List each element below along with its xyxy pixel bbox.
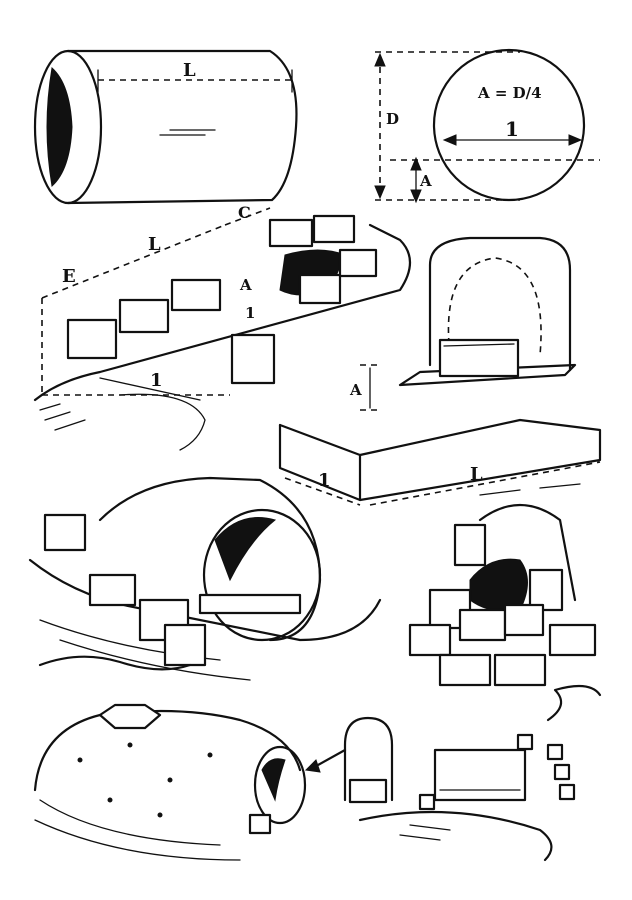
rise-arrow-bottom xyxy=(410,189,422,204)
sheet-length-label: L xyxy=(470,464,483,485)
fire-brick-2 xyxy=(546,743,564,761)
cylinder-diagram: L xyxy=(33,49,298,205)
drum-body xyxy=(98,476,322,642)
arrow-head xyxy=(304,759,321,773)
small-arch-brick xyxy=(348,778,388,804)
brick-trench-diagram: E L C A 1 1 A xyxy=(33,203,412,451)
mound-oven xyxy=(33,655,307,861)
oven-brick-edge xyxy=(443,343,515,347)
firepit-brick-6 xyxy=(408,623,452,657)
trench-brick-7 xyxy=(298,273,342,305)
mound-base xyxy=(34,799,241,861)
drum-shelf xyxy=(198,593,302,615)
mound-opening xyxy=(253,745,307,825)
mound-brick xyxy=(248,813,272,835)
trench-base-arrow xyxy=(99,377,201,401)
trench-a-side-label: A xyxy=(349,381,362,399)
folded-sheet-diagram: 1 L xyxy=(278,418,602,506)
fire-brick-4 xyxy=(558,783,576,801)
brick-firepit xyxy=(408,503,597,687)
trench-brick-1 xyxy=(66,318,118,360)
trench-brick-8 xyxy=(338,248,378,278)
fire-brick-3 xyxy=(553,763,571,781)
diameter-arrow-top xyxy=(374,52,386,67)
circle-formula-label: A = D/4 xyxy=(477,84,542,102)
drum-opening xyxy=(202,508,322,642)
firepit-brick-9 xyxy=(548,623,597,657)
ground-hatch xyxy=(39,403,86,431)
trench-ground-edge xyxy=(33,223,412,402)
sheet-hatch xyxy=(479,483,581,496)
fire-pan xyxy=(433,748,527,802)
reflector-oven xyxy=(398,236,577,387)
firepit-interior xyxy=(469,558,528,612)
circle-chord-label: 1 xyxy=(505,117,519,141)
fire-brick-5 xyxy=(418,793,436,811)
chord-arrow-left xyxy=(442,134,457,146)
cylinder-interior-shade xyxy=(46,67,73,187)
small-arch xyxy=(343,716,394,802)
trench-a-inner-label: A xyxy=(239,276,252,294)
firepit-back-arch xyxy=(478,503,577,602)
fire-smoke xyxy=(546,684,602,722)
mound-opening-shade xyxy=(261,758,286,802)
drum-brick-1 xyxy=(43,513,87,552)
fire-sticks xyxy=(399,824,451,841)
oven-inner-arch xyxy=(447,257,542,356)
trench-brick-6 xyxy=(312,214,356,244)
trench-1-inner-label: 1 xyxy=(245,304,255,322)
trench-brick-4 xyxy=(230,333,276,385)
firepit-brick-8 xyxy=(493,653,547,687)
drum-oven-on-bricks xyxy=(28,476,382,681)
oven-base-plate xyxy=(398,363,577,387)
pan-fire-setup xyxy=(358,684,602,862)
drum-brick-2 xyxy=(88,573,137,607)
smoke-wisp xyxy=(38,655,192,671)
trench-ground-curve xyxy=(119,393,206,451)
trench-brick-5 xyxy=(268,218,314,248)
small-arch-oven xyxy=(304,716,394,804)
trench-end-label: E xyxy=(62,266,76,287)
firepit-brick-5 xyxy=(503,603,545,637)
arrow-shaft xyxy=(316,748,347,767)
diameter-arrow-bottom xyxy=(374,185,386,200)
firepit-brick-4 xyxy=(458,608,507,642)
fire-ground xyxy=(358,810,553,862)
chord-arrow-right xyxy=(568,134,583,146)
sheet-width-dim xyxy=(284,477,361,506)
circle-rise-label: A xyxy=(419,172,432,190)
rise-arrow-top xyxy=(410,156,422,171)
drum-brick-4 xyxy=(163,623,207,667)
circle-diameter-label: D xyxy=(386,110,399,128)
firepit-brick-2 xyxy=(528,568,564,612)
trench-length-label: L xyxy=(148,234,161,255)
sheet-width-label: 1 xyxy=(318,470,331,491)
circle-diagram: A = D/4 1 D A xyxy=(374,48,600,204)
mound-top xyxy=(33,709,302,792)
cylinder-body xyxy=(66,49,298,205)
trench-1-base-label: 1 xyxy=(150,370,163,391)
trench-c-dim xyxy=(224,207,271,226)
firepit-brick-1 xyxy=(453,523,487,567)
oven-back xyxy=(428,236,572,372)
drum-interior-shade xyxy=(214,517,277,582)
firepit-brick-7 xyxy=(438,653,492,687)
trench-brick-3 xyxy=(170,278,222,312)
sheet-fold xyxy=(278,423,362,502)
sheet-outline xyxy=(278,418,602,502)
cylinder-length-label: L xyxy=(183,60,196,81)
trench-c-label: C xyxy=(238,203,251,222)
sheet-length-dim xyxy=(369,461,601,506)
fire-brick-1 xyxy=(516,733,534,751)
mound-chimney-bricks xyxy=(98,703,162,730)
trench-brick-2 xyxy=(118,298,170,334)
